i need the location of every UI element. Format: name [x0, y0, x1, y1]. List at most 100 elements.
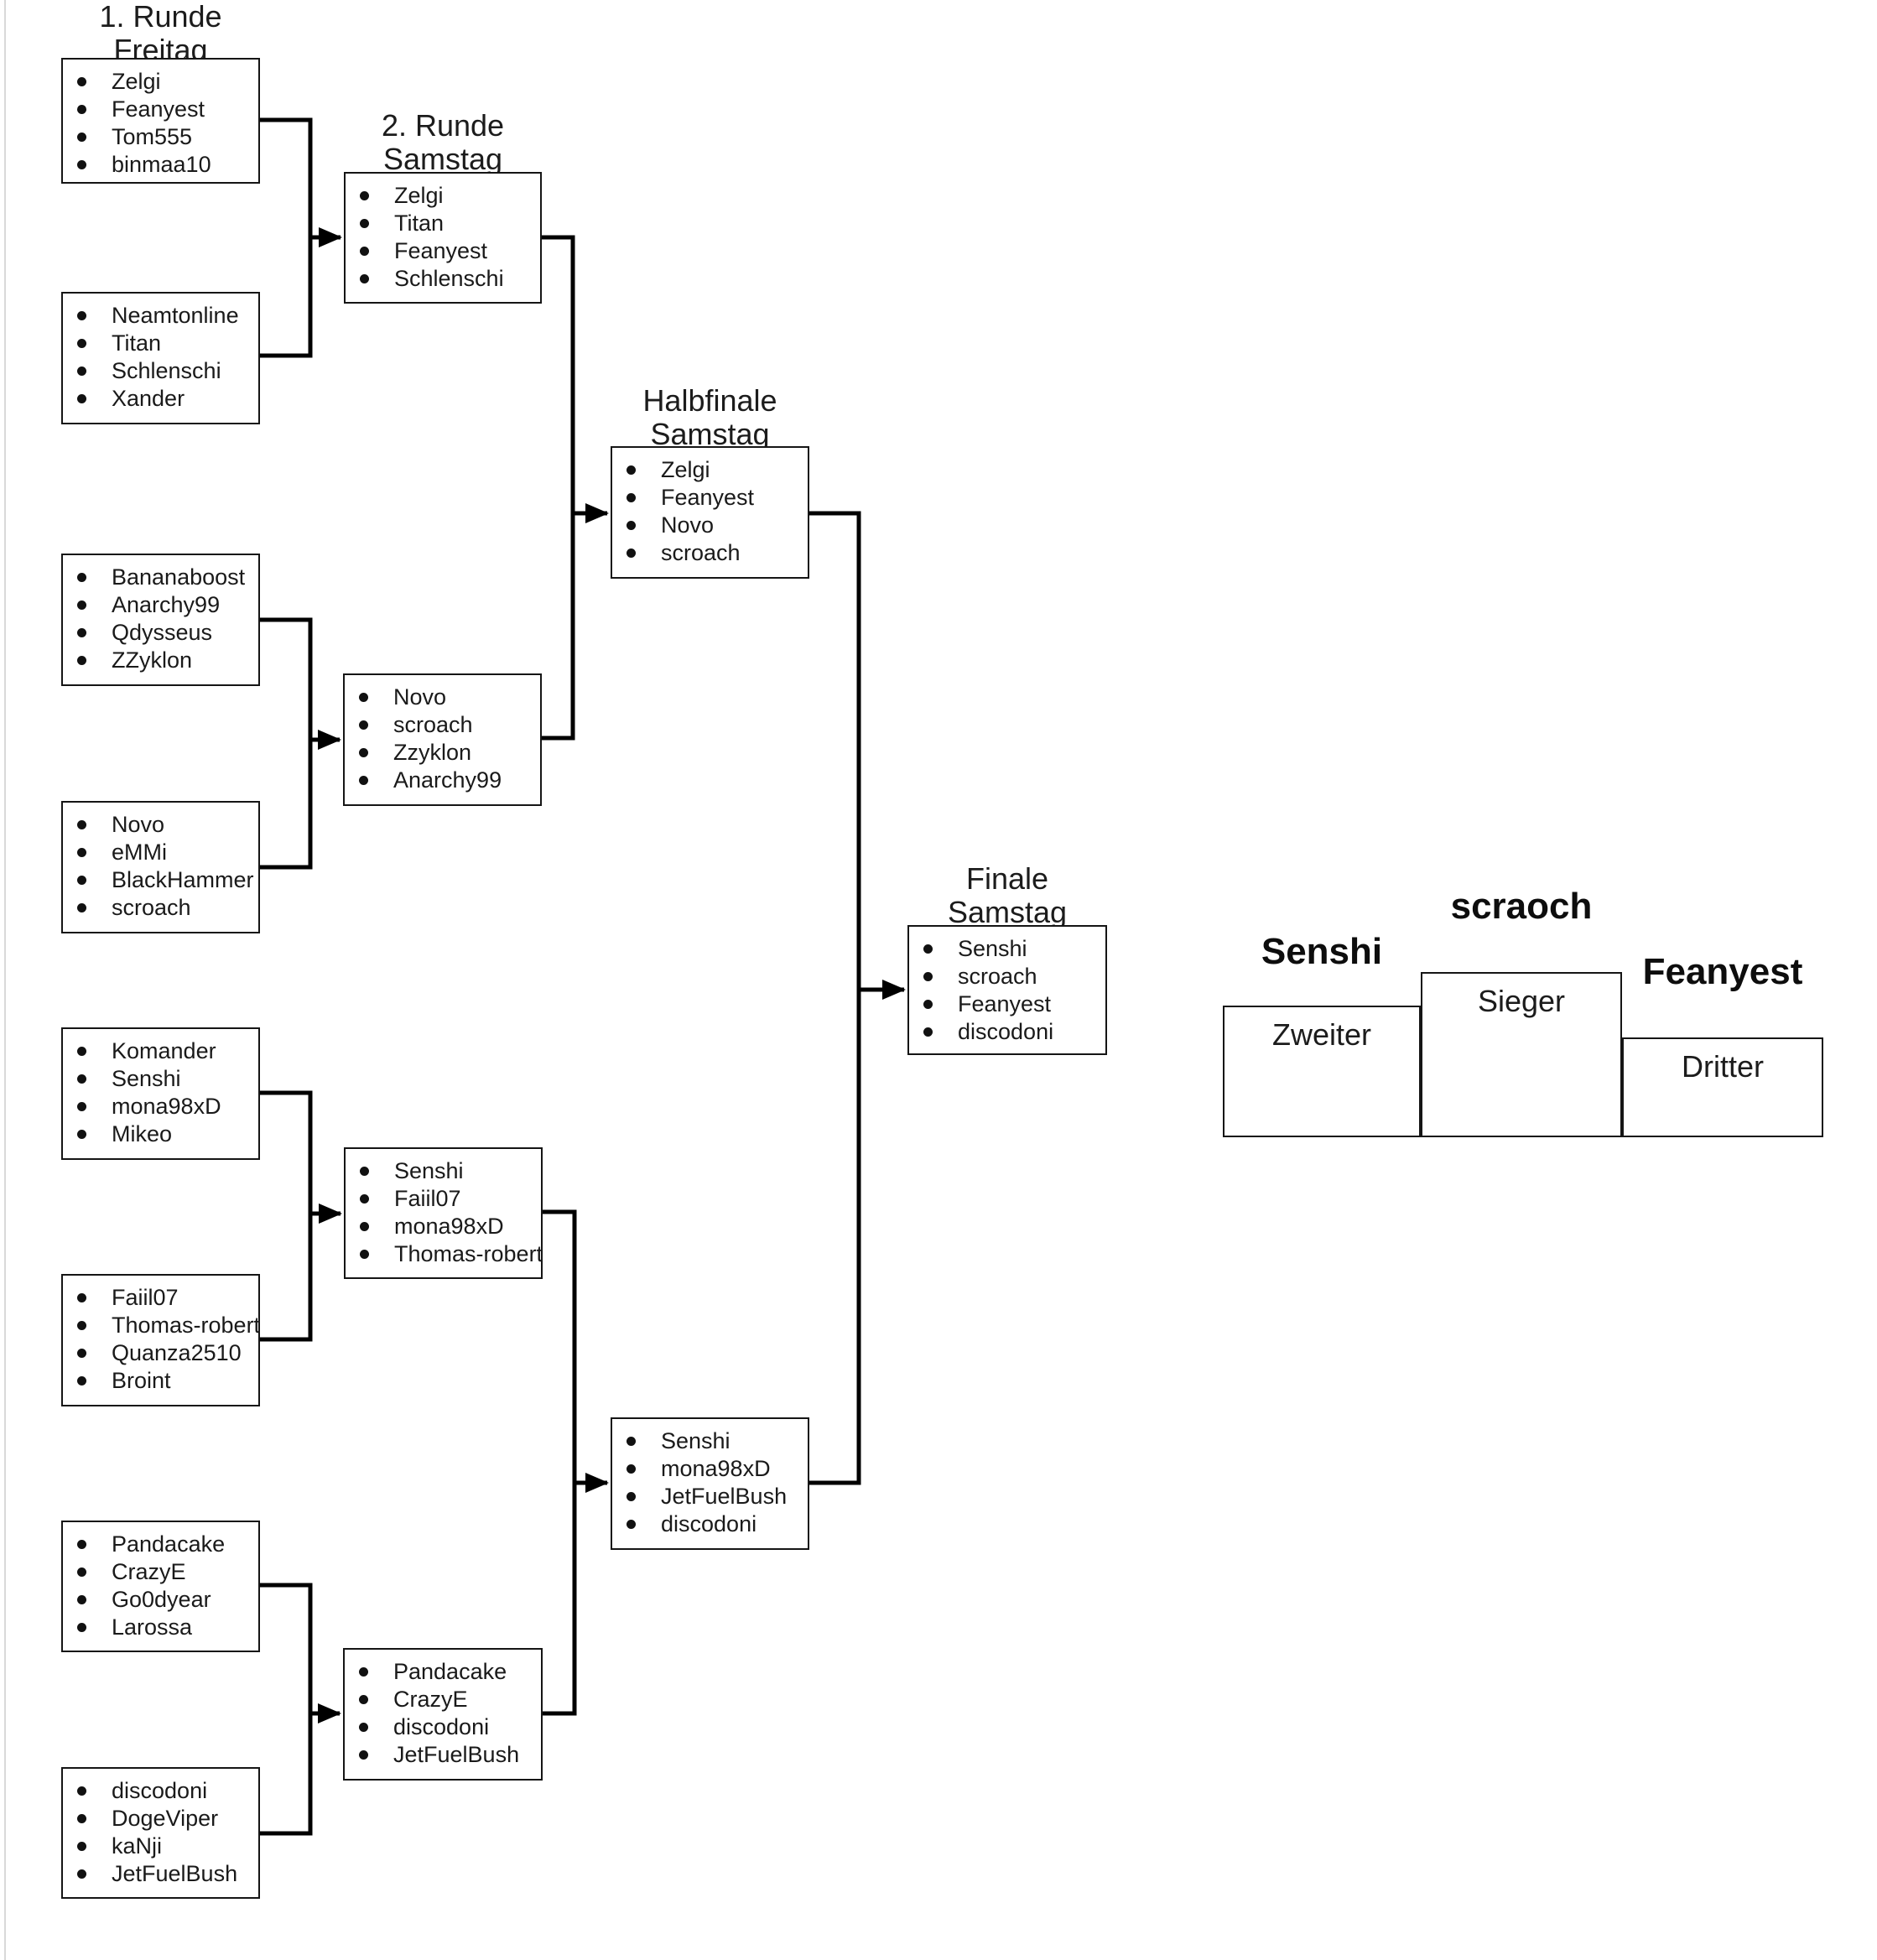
- round1-box-5: Komander Senshi mona98xD Mikeo: [61, 1027, 260, 1160]
- round1-box-6: Faiil07 Thomas-robert Quanza2510 Broint: [61, 1274, 260, 1406]
- player-name: Tom555: [63, 123, 258, 151]
- podium-third-name: Feanyest: [1642, 951, 1803, 992]
- player-name: Go0dyear: [63, 1586, 258, 1614]
- player-name: Novo: [63, 811, 258, 839]
- player-name: discodoni: [345, 1713, 541, 1741]
- player-name: scroach: [345, 711, 540, 739]
- player-name: Schlenschi: [63, 357, 258, 385]
- player-name: scroach: [612, 539, 808, 567]
- column-title-line2: Samstag: [382, 142, 503, 176]
- player-name: Thomas-robert: [63, 1312, 260, 1339]
- player-name: Senshi: [63, 1065, 258, 1093]
- player-name: mona98xD: [612, 1455, 808, 1483]
- player-list: Neamtonline Titan Schlenschi Xander: [63, 294, 258, 413]
- podium-winner-name: scraoch: [1450, 886, 1593, 927]
- player-name: scroach: [63, 894, 258, 922]
- column-title-line1: 1. Runde: [99, 0, 222, 34]
- player-name: CrazyE: [63, 1558, 258, 1586]
- player-name: Anarchy99: [345, 767, 540, 794]
- player-name: mona98xD: [346, 1213, 541, 1240]
- player-name: JetFuelBush: [63, 1860, 258, 1888]
- podium-winner-box: Sieger: [1421, 972, 1622, 1137]
- player-name: Zzyklon: [345, 739, 540, 767]
- player-name: Titan: [346, 210, 540, 237]
- final-box: Senshi scroach Feanyest discodoni: [907, 925, 1107, 1055]
- player-list: Senshi scroach Feanyest discodoni: [909, 927, 1105, 1046]
- player-name: Komander: [63, 1037, 258, 1065]
- player-list: Zelgi Feanyest Tom555 binmaa10: [63, 60, 258, 179]
- player-name: mona98xD: [63, 1093, 258, 1120]
- player-name: Senshi: [346, 1157, 541, 1185]
- player-list: Pandacake CrazyE Go0dyear Larossa: [63, 1522, 258, 1641]
- player-name: Feanyest: [346, 237, 540, 265]
- column-title-round1: 1. Runde Freitag: [61, 0, 260, 67]
- player-name: Feanyest: [612, 484, 808, 512]
- podium-third-label: Dritter: [1682, 1049, 1764, 1084]
- player-name: Feanyest: [909, 990, 1105, 1018]
- podium-second-name: Senshi: [1261, 931, 1383, 972]
- column-title-line2: Samstag: [650, 417, 770, 451]
- player-name: Bananaboost: [63, 564, 258, 591]
- player-list: Pandacake CrazyE discodoni JetFuelBush: [345, 1650, 541, 1769]
- column-title-final: Finale Samstag: [907, 862, 1107, 929]
- round1-box-8: discodoni DogeViper kaNji JetFuelBush: [61, 1767, 260, 1899]
- round1-box-7: Pandacake CrazyE Go0dyear Larossa: [61, 1521, 260, 1652]
- player-name: Senshi: [612, 1427, 808, 1455]
- player-name: discodoni: [612, 1510, 808, 1538]
- round1-box-2: Neamtonline Titan Schlenschi Xander: [61, 292, 260, 424]
- player-name: Mikeo: [63, 1120, 258, 1148]
- player-name: Zelgi: [346, 182, 540, 210]
- player-name: Titan: [63, 330, 258, 357]
- column-title-round2: 2. Runde Samstag: [344, 109, 542, 176]
- player-list: Zelgi Titan Feanyest Schlenschi: [346, 174, 540, 293]
- semifinal-box-2: Senshi mona98xD JetFuelBush discodoni: [611, 1417, 809, 1550]
- player-name: ZZyklon: [63, 647, 258, 674]
- podium-winner-label: Sieger: [1477, 984, 1566, 1018]
- player-name: Faiil07: [346, 1185, 541, 1213]
- column-title-line1: Finale: [965, 861, 1049, 896]
- podium-third-box: Dritter: [1622, 1037, 1823, 1137]
- player-name: Thomas-robert: [346, 1240, 543, 1268]
- player-name: Broint: [63, 1367, 258, 1395]
- player-name: Anarchy99: [63, 591, 258, 619]
- column-title-line1: 2. Runde: [381, 108, 505, 143]
- player-name: Senshi: [909, 935, 1105, 963]
- player-name: JetFuelBush: [612, 1483, 808, 1510]
- round2-box-4: Pandacake CrazyE discodoni JetFuelBush: [343, 1648, 543, 1781]
- round1-box-4: Novo eMMi BlackHammer scroach: [61, 801, 260, 933]
- semifinal-box-1: Zelgi Feanyest Novo scroach: [611, 446, 809, 579]
- podium-second-label: Zweiter: [1271, 1017, 1372, 1052]
- round1-box-3: Bananaboost Anarchy99 Qdysseus ZZyklon: [61, 554, 260, 686]
- player-list: Komander Senshi mona98xD Mikeo: [63, 1029, 258, 1148]
- round2-box-2: Novo scroach Zzyklon Anarchy99: [343, 673, 542, 806]
- column-title-semifinal: Halbfinale Samstag: [611, 384, 809, 451]
- player-name: Faiil07: [63, 1284, 258, 1312]
- player-list: Bananaboost Anarchy99 Qdysseus ZZyklon: [63, 555, 258, 674]
- player-name: eMMi: [63, 839, 258, 866]
- player-name: binmaa10: [63, 151, 258, 179]
- player-list: Zelgi Feanyest Novo scroach: [612, 448, 808, 567]
- player-list: Novo scroach Zzyklon Anarchy99: [345, 675, 540, 794]
- player-name: JetFuelBush: [345, 1741, 541, 1769]
- player-name: Schlenschi: [346, 265, 540, 293]
- player-name: Qdysseus: [63, 619, 258, 647]
- column-title-line1: Halbfinale: [642, 383, 777, 418]
- player-name: Pandacake: [63, 1531, 258, 1558]
- player-name: CrazyE: [345, 1686, 541, 1713]
- round2-box-1: Zelgi Titan Feanyest Schlenschi: [344, 172, 542, 304]
- page-edge-line: [4, 0, 6, 1960]
- round1-box-1: Zelgi Feanyest Tom555 binmaa10: [61, 58, 260, 184]
- player-name: BlackHammer: [63, 866, 258, 894]
- player-list: Senshi Faiil07 mona98xD Thomas-robert: [346, 1149, 543, 1268]
- column-title-line2: Samstag: [947, 895, 1068, 929]
- player-name: Larossa: [63, 1614, 258, 1641]
- player-name: Novo: [345, 684, 540, 711]
- player-name: Novo: [612, 512, 808, 539]
- player-list: discodoni DogeViper kaNji JetFuelBush: [63, 1769, 258, 1888]
- player-name: Xander: [63, 385, 258, 413]
- player-name: Feanyest: [63, 96, 258, 123]
- round2-box-3: Senshi Faiil07 mona98xD Thomas-robert: [344, 1147, 543, 1279]
- player-name: kaNji: [63, 1833, 258, 1860]
- player-name: Neamtonline: [63, 302, 258, 330]
